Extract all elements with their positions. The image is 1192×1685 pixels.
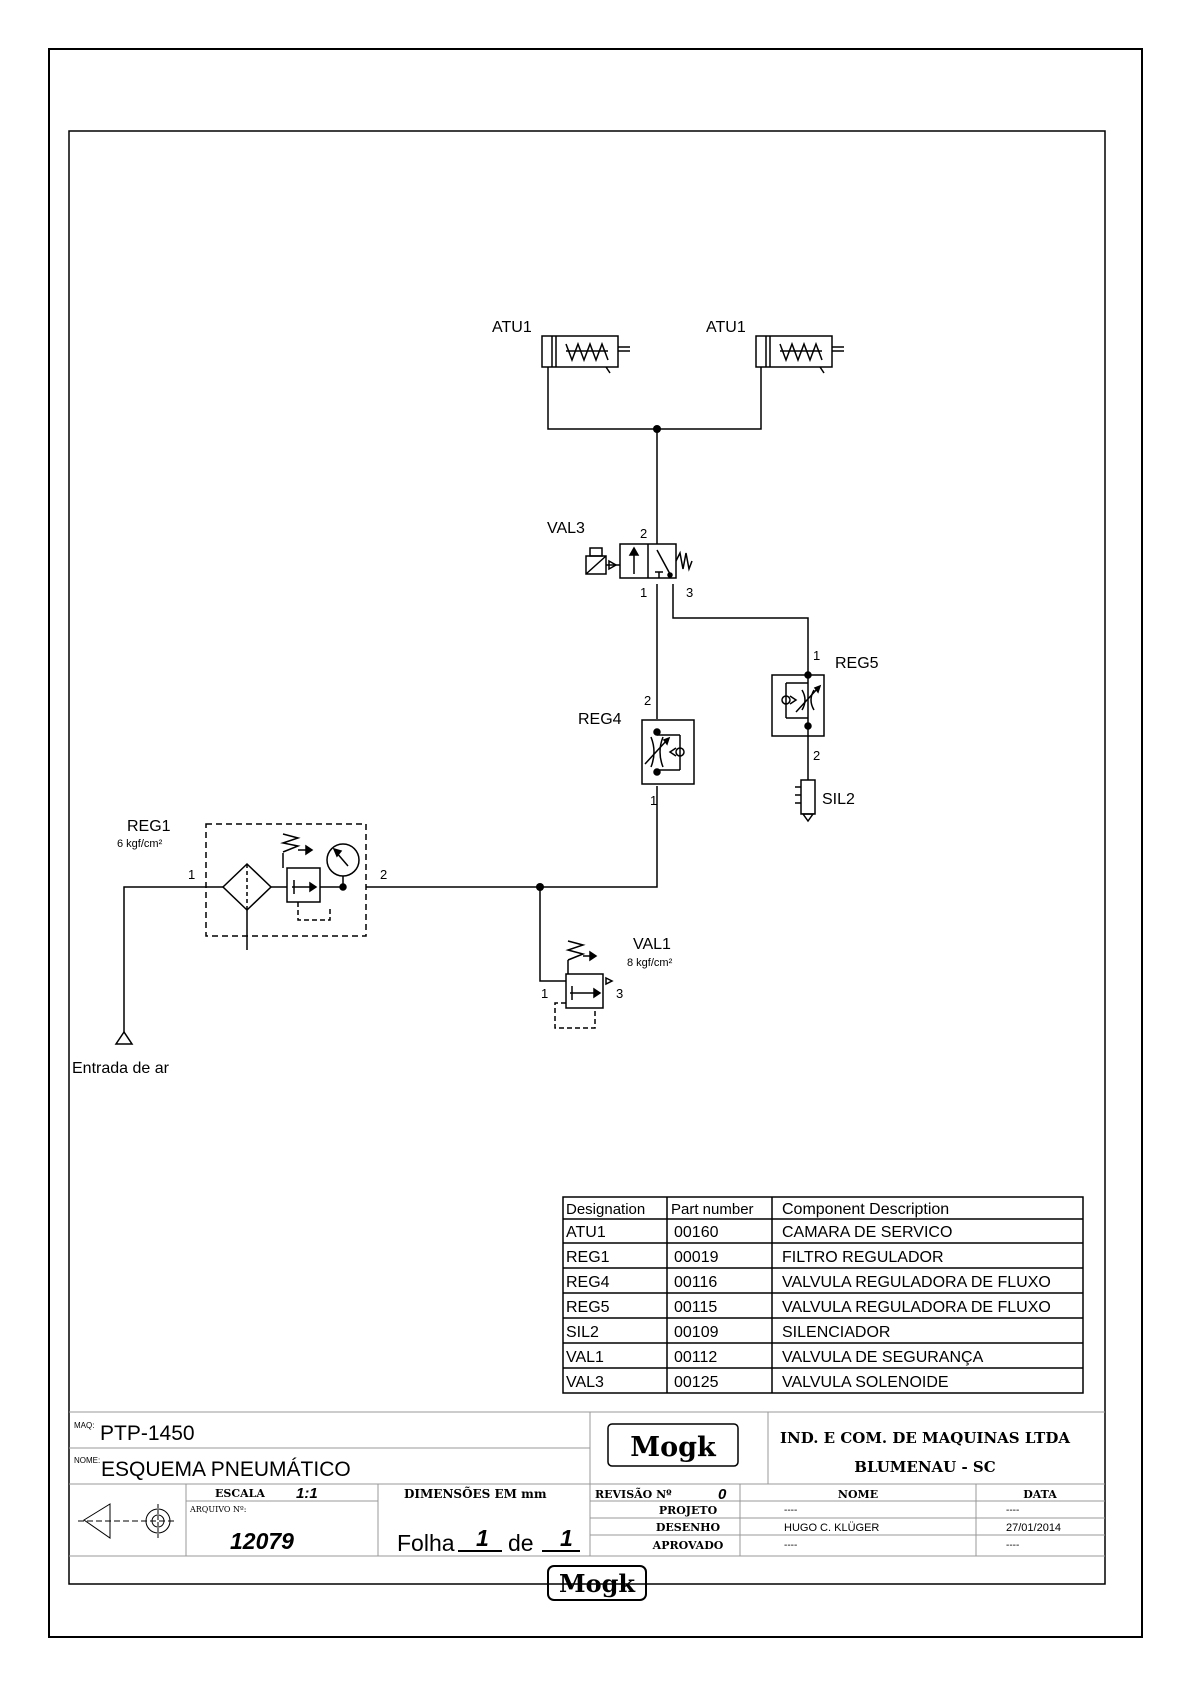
reg1-label: REG1 (127, 818, 171, 835)
escala-label: ESCALA (215, 1487, 265, 1500)
company-logo: Mogk (630, 1432, 717, 1463)
bom-cell: 00112 (674, 1349, 717, 1366)
reg5-label: REG5 (835, 655, 879, 672)
bom-cell: VALVULA SOLENOIDE (782, 1374, 949, 1391)
projeto-nome: ---- (784, 1505, 797, 1516)
reg1-pressure: 6 kgf/cm² (117, 838, 163, 850)
bom-cell: CAMARA DE SERVICO (782, 1224, 952, 1241)
sil2-label: SIL2 (822, 791, 855, 808)
safety-valve-val1 (554, 940, 614, 1029)
atu1-left-label: ATU1 (492, 319, 532, 336)
pneumatic-lines (123, 367, 809, 1032)
bom-cell: 00160 (674, 1224, 719, 1241)
reg4-port1: 1 (650, 793, 657, 808)
bom-cell: VALVULA REGULADORA DE FLUXO (782, 1274, 1051, 1291)
nome-label: NOME: (74, 1456, 100, 1465)
maq-value: PTP-1450 (100, 1422, 195, 1445)
de-value: 1 (560, 1525, 573, 1551)
bom-cell: FILTRO REGULADOR (782, 1249, 944, 1266)
reg4-port2: 2 (644, 693, 651, 708)
filter-regulator-reg1 (205, 823, 367, 950)
cylinder-atu1-right (755, 335, 844, 374)
projection-symbol (78, 1503, 175, 1539)
revisao-label: REVISÃO Nº (595, 1487, 672, 1501)
air-inlet-label: Entrada de ar (72, 1060, 170, 1077)
reg5-port1: 1 (813, 648, 820, 663)
nome-col: NOME (838, 1488, 878, 1501)
junction-dots (536, 425, 661, 891)
company-name: IND. E COM. DE MAQUINAS LTDA (780, 1429, 1070, 1447)
maq-label: MAQ: (74, 1421, 94, 1430)
atu1-right-label: ATU1 (706, 319, 746, 336)
val1-port3: 3 (616, 986, 623, 1001)
folha-value: 1 (476, 1525, 489, 1551)
bom-cell: VALVULA DE SEGURANÇA (782, 1349, 984, 1366)
bom-cell: ATU1 (566, 1224, 606, 1241)
projeto-data: ---- (1006, 1505, 1019, 1516)
bom-header-designation: Designation (566, 1201, 645, 1218)
bom-cell: SIL2 (566, 1324, 599, 1341)
flow-regulator-reg5 (771, 665, 825, 737)
bom-cell: 00125 (674, 1374, 719, 1391)
projeto-label: PROJETO (659, 1504, 718, 1517)
val3-port3: 3 (686, 585, 693, 600)
desenho-data: 27/01/2014 (1006, 1522, 1061, 1534)
de-label: de (508, 1530, 534, 1556)
folha-label: Folha (397, 1530, 455, 1556)
val3-port2: 2 (640, 526, 647, 541)
bom-cell: 00019 (674, 1249, 719, 1266)
val3-port1: 1 (640, 585, 647, 600)
silencer-sil2 (795, 779, 816, 823)
val3-label: VAL3 (547, 520, 585, 537)
aprovado-nome: ---- (784, 1540, 797, 1551)
arquivo-value: 12079 (230, 1528, 294, 1554)
val1-label: VAL1 (633, 936, 671, 953)
bom-cell: SILENCIADOR (782, 1324, 890, 1341)
val1-pressure: 8 kgf/cm² (627, 957, 673, 969)
revisao-value: 0 (718, 1486, 727, 1503)
bom-table: Designation Part number Component Descri… (562, 1196, 1084, 1394)
solenoid-valve-val3 (585, 543, 693, 579)
nome-value: ESQUEMA PNEUMÁTICO (101, 1458, 351, 1481)
aprovado-label: APROVADO (652, 1539, 724, 1552)
bom-header-part-number: Part number (671, 1201, 754, 1218)
bom-cell: VAL1 (566, 1349, 604, 1366)
bom-cell: 00115 (674, 1299, 717, 1316)
flow-regulator-reg4 (641, 719, 695, 785)
escala-value: 1:1 (296, 1485, 318, 1502)
bom-cell: VALVULA REGULADORA DE FLUXO (782, 1299, 1051, 1316)
val1-port1: 1 (541, 986, 548, 1001)
desenho-nome: HUGO C. KLÜGER (784, 1522, 879, 1534)
bom-cell: REG5 (566, 1299, 610, 1316)
dimensoes-label: DIMENSÕES EM mm (404, 1486, 547, 1501)
bom-cell: REG1 (566, 1249, 610, 1266)
inner-frame (68, 130, 1106, 1585)
title-block: MAQ: PTP-1450 NOME: ESQUEMA PNEUMÁTICO E… (69, 1411, 1105, 1557)
data-col: DATA (1023, 1488, 1057, 1501)
bom-cell: 00109 (674, 1324, 719, 1341)
desenho-label: DESENHO (656, 1521, 721, 1534)
air-inlet-triangle (114, 1030, 134, 1045)
reg5-port2: 2 (813, 748, 820, 763)
cylinder-atu1-left (541, 335, 630, 374)
bom-cell: VAL3 (566, 1374, 604, 1391)
arquivo-label: ARQUIVO Nº: (189, 1505, 246, 1514)
footer-logo-text: Mogk (559, 1569, 636, 1598)
outer-frame (48, 48, 1143, 1638)
bom-cell: REG4 (566, 1274, 610, 1291)
reg1-port1: 1 (188, 867, 195, 882)
bom-header-description: Component Description (782, 1201, 949, 1218)
logo-box (607, 1423, 739, 1467)
reg4-label: REG4 (578, 711, 622, 728)
reg1-port2: 2 (380, 867, 387, 882)
bom-cell: 00116 (674, 1274, 717, 1291)
footer-logo: Mogk (547, 1565, 647, 1601)
aprovado-data: ---- (1006, 1540, 1019, 1551)
company-city: BLUMENAU - SC (854, 1458, 995, 1476)
